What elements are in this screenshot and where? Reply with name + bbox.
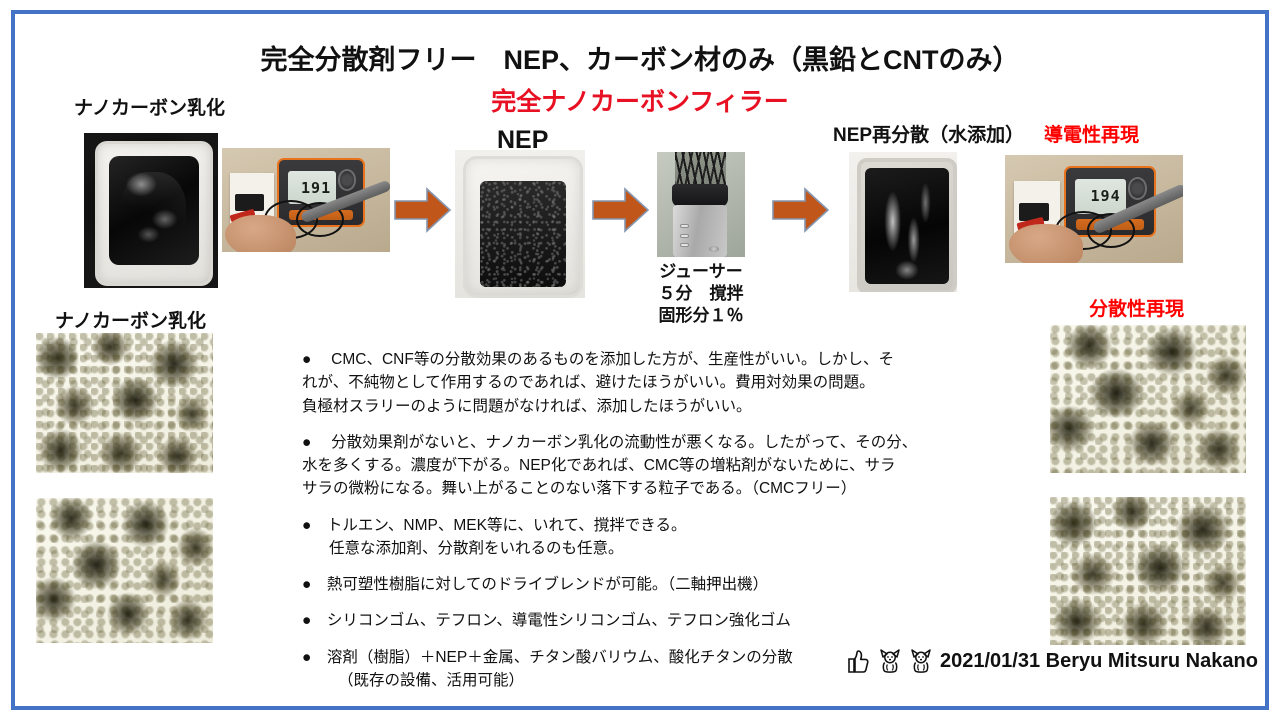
tub-body <box>94 140 214 287</box>
bullet-1-line-2: れが、不純物として作用するのであれば、避けたほうがいい。費用対効果の問題。 <box>302 374 875 392</box>
label-emulsion-top: ナノカーボン乳化 <box>74 98 226 119</box>
bullet-block-1: ● CMC、CNF等の分散効果のあるものを添加した方が、生産性がいい。しかし、そ… <box>302 348 1002 418</box>
meter-screen-2: 194 <box>1074 178 1126 214</box>
cat-icon <box>909 648 933 674</box>
arrow-right-3 <box>772 186 830 234</box>
bullet-6-line-2: （既存の設備、活用可能） <box>338 671 525 689</box>
label-redispersion: NEP再分散（水添加） <box>833 125 1025 146</box>
label-nep: NEP <box>497 126 549 154</box>
page-subtitle: 完全ナノカーボンフィラー <box>491 88 789 116</box>
bullet-5-line-1: ● シリコンゴム、テフロン、導電性シリコンゴム、テフロン強化ゴム <box>302 612 791 630</box>
meter-hand-2 <box>1008 224 1084 263</box>
cat-icon <box>878 648 902 674</box>
juicer-caption-line-1: ジューサー <box>659 262 743 281</box>
redispersed-tub-body <box>856 157 957 292</box>
nep-tub-body <box>462 155 584 298</box>
meter-dial-2 <box>1127 177 1148 201</box>
tub-black-paste <box>108 156 199 266</box>
meter-sample-film-2 <box>1019 202 1050 221</box>
juicer-button-3 <box>680 243 690 248</box>
bullet-block-6: ● 溶剤（樹脂）＋NEP＋金属、チタン酸バリウム、酸化チタンの分散 （既存の設備… <box>302 646 1002 693</box>
bullet-block-5: ● シリコンゴム、テフロン、導電性シリコンゴム、テフロン強化ゴム <box>302 609 1002 632</box>
juicer-caption-line-3: 固形分１％ <box>658 305 744 325</box>
juicer-jar <box>671 183 729 207</box>
meter-dial <box>337 169 357 192</box>
juicer-caption-line-2: ５分 撹拌 <box>658 283 744 303</box>
bullet-2-line-1: ● 分散効果剤がないと、ナノカーボン乳化の流動性が悪くなる。したがって、その分、 <box>302 433 918 451</box>
nep-black-powder <box>479 180 567 287</box>
photo-juicer <box>657 152 745 257</box>
bullet-6-line-1: ● 溶剤（樹脂）＋NEP＋金属、チタン酸バリウム、酸化チタンの分散 <box>302 648 793 666</box>
bullet-2-line-2: 水を多くする。濃度が下がる。NEP化であれば、CMC等の増粘剤がないために、サラ <box>302 457 896 474</box>
bullet-block-4: ● 熱可塑性樹脂に対してのドライブレンドが可能。（二軸押出機） <box>302 573 1002 596</box>
bullet-3-line-1: ● トルエン、NMP、MEK等に、いれて、撹拌できる。 <box>302 516 687 534</box>
juicer-button-2 <box>680 233 690 238</box>
micrograph-right-1 <box>1050 325 1246 473</box>
label-dispersibility-reproduced: 分散性再現 <box>1089 299 1185 320</box>
juicer-caption: ジューサー ５分 撹拌 固形分１％ <box>621 261 781 326</box>
arrow-right-1 <box>394 186 452 234</box>
juicer-base <box>672 204 728 257</box>
photo-multimeter-after: 194 <box>1005 155 1183 263</box>
body-text: ● CMC、CNF等の分散効果のあるものを添加した方が、生産性がいい。しかし、そ… <box>302 348 1002 692</box>
photo-nanocarbon-emulsion-tub <box>84 133 218 288</box>
footer-text: 2021/01/31 Beryu Mitsuru Nakano <box>940 649 1258 672</box>
micrograph-left-2 <box>36 498 213 643</box>
photo-multimeter-before: 191 <box>222 148 390 252</box>
micrograph-left-1 <box>36 333 213 473</box>
juicer-button-1 <box>680 224 690 229</box>
juicer-contents <box>674 152 726 190</box>
page-title: 完全分散剤フリー NEP、カーボン材のみ（黒鉛とCNTのみ） <box>260 45 1020 75</box>
arrow-right-2 <box>592 186 650 234</box>
meter-reading-2: 194 <box>1090 187 1121 206</box>
bullet-2-line-3: サラの微粉になる。舞い上がることのない落下する粒子である。（CMCフリー） <box>302 480 857 498</box>
meter-screen: 191 <box>287 170 337 205</box>
meter-hand <box>225 214 296 252</box>
bullet-3-line-2: 任意な添加剤、分散剤をいれるのも任意。 <box>329 539 624 557</box>
footer-signature: 2021/01/31 Beryu Mitsuru Nakano <box>846 648 1258 674</box>
bullet-4-line-1: ● 熱可塑性樹脂に対してのドライブレンドが可能。（二軸押出機） <box>302 576 769 593</box>
juicer-knob <box>709 245 719 252</box>
bullet-1-line-3: 負極材スラリーのように問題がなければ、添加したほうがいい。 <box>302 397 752 415</box>
label-emulsion-bottom: ナノカーボン乳化 <box>55 311 207 332</box>
bullet-block-3: ● トルエン、NMP、MEK等に、いれて、撹拌できる。 任意な添加剤、分散剤をい… <box>302 514 1002 561</box>
thumbs-up-icon <box>846 648 871 674</box>
photo-nep-powder-tub <box>455 150 585 298</box>
bullet-1-line-1: ● CMC、CNF等の分散効果のあるものを添加した方が、生産性がいい。しかし、そ <box>302 351 895 368</box>
redispersed-slurry <box>865 168 949 284</box>
micrograph-right-2 <box>1050 497 1246 645</box>
meter-reading: 191 <box>301 178 332 197</box>
photo-nep-redispersed <box>849 152 957 292</box>
meter-wire-loop-2 <box>295 202 344 238</box>
meter-sample-film <box>235 193 264 212</box>
tub-paste-highlight <box>121 171 187 248</box>
label-conductivity-reproduced: 導電性再現 <box>1044 125 1140 146</box>
bullet-block-2: ● 分散効果剤がないと、ナノカーボン乳化の流動性が悪くなる。したがって、その分、… <box>302 431 1002 501</box>
